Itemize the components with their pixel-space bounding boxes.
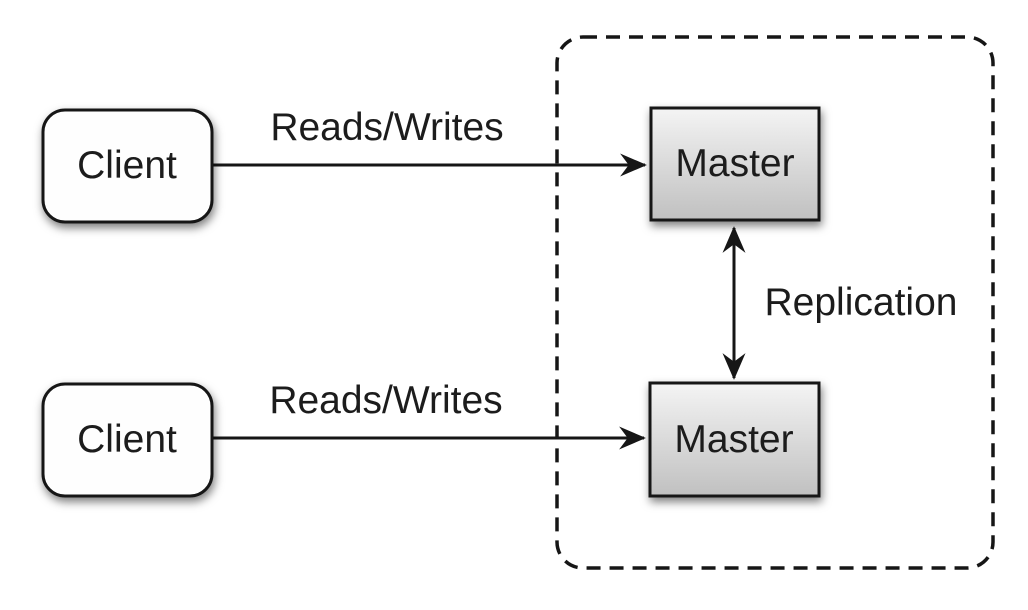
client-top-label: Client	[77, 144, 177, 187]
master-bottom-label: Master	[674, 418, 793, 461]
node-master-top: Master	[649, 106, 821, 222]
master-top-box	[649, 106, 821, 222]
node-client-bottom: Client	[41, 382, 214, 498]
node-master-bottom: Master	[648, 381, 821, 498]
client-bottom-label: Client	[77, 418, 177, 461]
edge-label-replication: Replication	[765, 281, 958, 324]
node-client-top: Client	[41, 108, 214, 224]
client-bottom-box	[41, 382, 214, 498]
edge-label-reads-writes-top: Reads/Writes	[270, 106, 503, 149]
edge-label-reads-writes-bottom: Reads/Writes	[269, 379, 502, 422]
masters-cluster-border	[555, 35, 995, 570]
master-bottom-box	[648, 381, 821, 498]
master-top-label: Master	[675, 142, 794, 185]
client-top-box	[41, 108, 214, 224]
